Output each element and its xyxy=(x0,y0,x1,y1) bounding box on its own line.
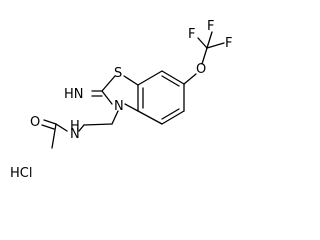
bond-s-c2 xyxy=(101,75,116,92)
bond-ch2-ch2 xyxy=(83,123,113,126)
bond-co-methyl xyxy=(51,123,57,149)
benzene-ring xyxy=(137,70,185,125)
bond-c5-o xyxy=(183,73,197,85)
chemical-structure: S N HN O F F F O N H HCl xyxy=(10,19,232,181)
atom-fluorine-bottom: F xyxy=(207,19,214,34)
carbonyl-double-bond-a xyxy=(43,119,57,125)
bond-c4-c5 xyxy=(161,70,185,85)
double-bond-c4-c5 xyxy=(161,75,180,87)
thiazole-ring xyxy=(101,75,139,112)
bond-c-f-bottom xyxy=(206,31,213,49)
bond-o-cf3 xyxy=(201,47,208,65)
atom-amide-hydrogen: H xyxy=(70,119,80,134)
double-bond-c6-c7 xyxy=(161,108,180,120)
bond-c3a-c4 xyxy=(137,70,163,86)
bond-c6-c7 xyxy=(161,110,185,125)
bond-nh-co xyxy=(55,123,68,132)
acetamidoethyl-chain xyxy=(41,110,119,149)
trifluoromethoxy-group xyxy=(183,31,225,85)
carbonyl-double-bond-b xyxy=(41,124,55,130)
atom-fluorine-right: F xyxy=(225,36,232,51)
bond-c2-n3 xyxy=(101,90,113,105)
atom-nitrogen-ring: N xyxy=(114,99,124,114)
atom-sulfur: S xyxy=(114,66,122,81)
salt-label: HCl xyxy=(10,166,32,181)
atom-fluorine-top-left: F xyxy=(188,27,195,42)
atom-nitrogen-amide: N xyxy=(70,127,80,142)
bond-c-f-right xyxy=(206,42,225,49)
atom-oxygen-ether: O xyxy=(196,62,206,77)
atom-imine: HN xyxy=(64,87,84,102)
bond-s-c3a xyxy=(123,75,139,86)
atom-oxygen-carbonyl: O xyxy=(30,115,40,130)
bond-c7-c7a xyxy=(137,110,163,125)
bond-c-f-left xyxy=(197,37,208,49)
bond-n3-c7a xyxy=(124,103,139,112)
bond-n3-ch2 xyxy=(111,110,119,125)
bond-ch2-nh xyxy=(78,124,85,132)
